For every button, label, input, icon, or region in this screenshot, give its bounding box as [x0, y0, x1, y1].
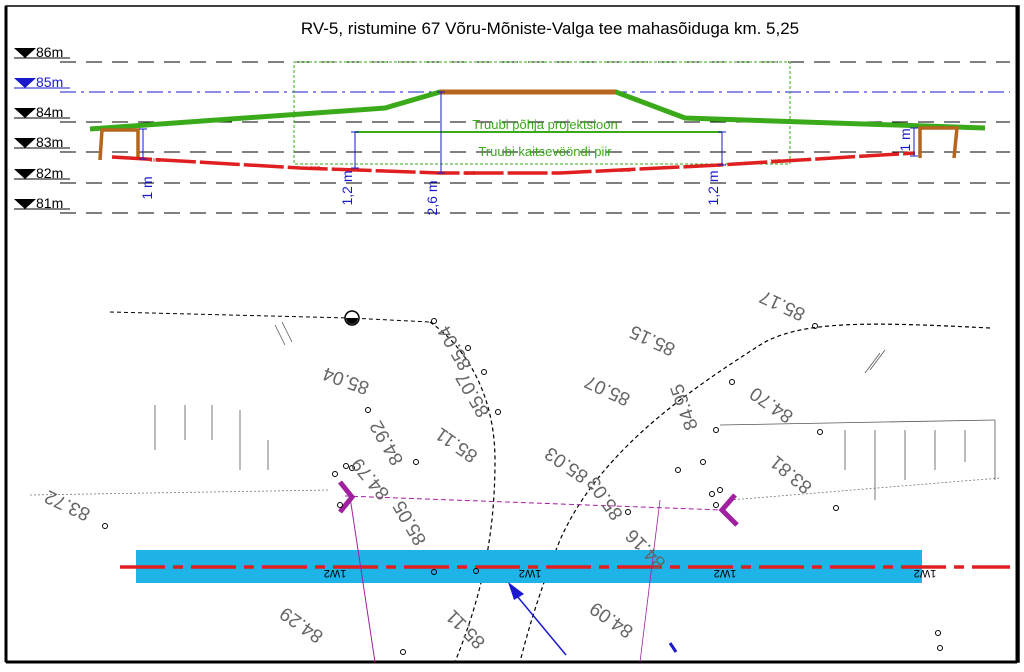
- dimension-lines: [139, 91, 918, 174]
- field-edge-right: [729, 477, 1001, 501]
- dim-label-left-zone: 1,2 m: [339, 170, 355, 205]
- culvert-end-right-icon: [718, 493, 739, 527]
- pipe-plan-tag-2: 1W2: [519, 567, 542, 579]
- pipe-profile-tag-4: 1W2: [620, 168, 631, 174]
- protection-zone-label: Truubi kaitsevööndi piir: [478, 144, 612, 159]
- level-label-82: 82m: [36, 165, 63, 181]
- profile-title: RV-5, ristumine 67 Võru-Mõniste-Valga te…: [301, 19, 799, 38]
- slope-hatch-right: [719, 349, 996, 500]
- pipe-plan-tag-1: 1W2: [324, 567, 347, 579]
- plan-section: 1W2 1W2 1W2 1W2: [29, 285, 1010, 663]
- level-marker-81: 81m: [14, 195, 70, 211]
- level-label-86: 86m: [36, 44, 63, 60]
- culvert-leader-line: [349, 496, 376, 663]
- left-ditch-outline: [98, 128, 140, 161]
- pipe-profile-tag-3: 1W2: [465, 171, 476, 177]
- survey-points: [102, 318, 943, 655]
- dim-label-right-ditch: 1 m: [897, 128, 913, 151]
- culvert-end-left-icon: [338, 480, 356, 514]
- dim-label-center-depth: 2,6 m: [424, 180, 440, 215]
- level-label-81: 81m: [36, 195, 63, 211]
- pipe-profile-tag-2: 1W2: [310, 166, 321, 172]
- pipe-plan-tag-3: 1W2: [714, 567, 737, 579]
- flow-arrow-line: [511, 589, 567, 656]
- flow-arrow-head-icon: [508, 582, 524, 600]
- level-marker-84: 84m: [14, 104, 70, 120]
- level-marker-82: 82m: [14, 165, 70, 181]
- dim-label-right-zone: 1,2 m: [705, 170, 721, 205]
- road-edge-right: [519, 323, 991, 663]
- level-marker-85: 85m: [14, 74, 70, 90]
- profile-section: RV-5, ristumine 67 Võru-Mõniste-Valga te…: [14, 19, 1010, 216]
- dim-label-left-ditch: 1 m: [139, 176, 155, 199]
- level-label-85: 85m: [36, 74, 63, 90]
- slope-hatch-left: [154, 321, 293, 470]
- culvert-leader-line-right: [639, 499, 661, 663]
- blue-tick-mark: [668, 642, 678, 653]
- right-ditch-outline: [918, 126, 959, 159]
- level-marker-86: 86m: [14, 44, 70, 60]
- level-label-84: 84m: [36, 104, 63, 120]
- survey-point-fill: [346, 318, 358, 324]
- pipe-plan-tag-4: 1W2: [914, 567, 937, 579]
- trench-bottom-label: Truubi põhja projektsioon: [472, 117, 618, 132]
- road-edge-left: [429, 321, 496, 663]
- pipe-profile-tag-1: 1W2: [150, 158, 161, 164]
- level-marker-83: 83m: [14, 134, 70, 150]
- pipe-profile-tag-5: 1W2: [770, 159, 781, 165]
- level-label-83: 83m: [36, 134, 63, 150]
- pipe-profile-line: [111, 151, 916, 175]
